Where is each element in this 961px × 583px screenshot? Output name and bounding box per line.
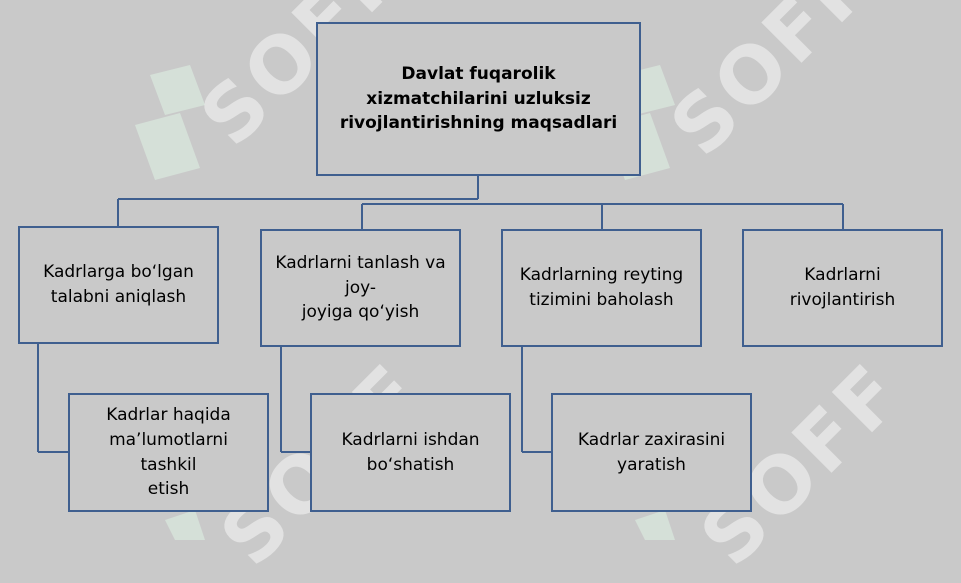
subgoal-box-dismissal: Kadrlarni ishdan bo‘shatish — [310, 393, 511, 512]
subgoal-label: Kadrlar haqida ma’lumotlarni tashkil eti… — [106, 405, 231, 500]
goal-box-selection: Kadrlarni tanlash va joy- joyiga qo‘yish — [260, 229, 461, 347]
subgoal-label: Kadrlar zaxirasini yaratish — [577, 429, 726, 475]
goal-label: Kadrlarning reyting tizimini baholash — [519, 265, 684, 310]
goal-label: Kadrlarni tanlash va joy- joyiga qo‘yish — [275, 253, 446, 323]
goal-box-development: Kadrlarni rivojlantirish — [742, 229, 943, 347]
goal-label: Kadrlarni rivojlantirish — [789, 265, 896, 310]
subgoal-box-info: Kadrlar haqida ma’lumotlarni tashkil eti… — [68, 393, 269, 512]
goal-box-rating: Kadrlarning reyting tizimini baholash — [501, 229, 702, 347]
root-goal-label: Davlat fuqarolik xizmatchilarini uzluksi… — [339, 64, 618, 134]
subgoal-label: Kadrlarni ishdan bo‘shatish — [341, 429, 480, 475]
subgoal-box-reserve: Kadrlar zaxirasini yaratish — [551, 393, 752, 512]
connector-lines — [37, 175, 844, 453]
root-goal-box: Davlat fuqarolik xizmatchilarini uzluksi… — [316, 22, 641, 176]
goal-label: Kadrlarga bo‘lgan talabni aniqlash — [43, 262, 194, 307]
goal-box-demand: Kadrlarga bo‘lgan talabni aniqlash — [18, 226, 219, 344]
